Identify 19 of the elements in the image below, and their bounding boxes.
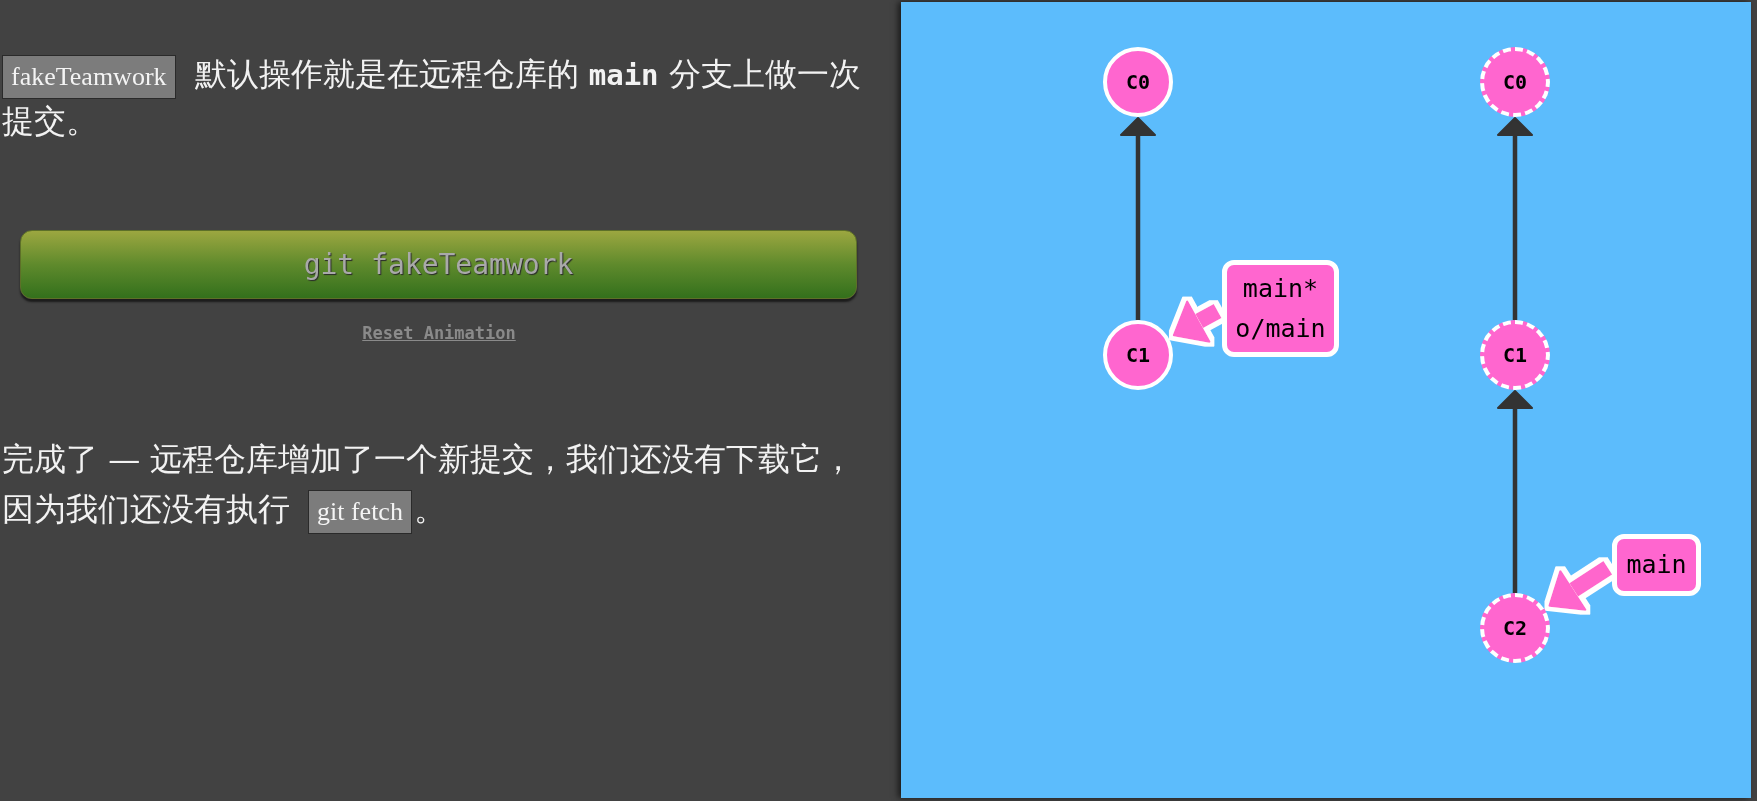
pointer-arrow (1172, 300, 1222, 343)
commit-id: C2 (1502, 616, 1528, 640)
arrow (1497, 117, 1533, 320)
command-button: git fakeTeamwork (20, 230, 857, 299)
commit-id: C0 (1125, 70, 1151, 94)
branch-tag (1612, 534, 1701, 596)
pointer-arrow (1548, 561, 1613, 611)
arrow (1120, 117, 1156, 320)
branch-tag (1222, 260, 1339, 357)
commit-id: C1 (1502, 343, 1528, 367)
branch-name: o/main (1235, 312, 1326, 345)
paragraph-text: 完成了 — 远程仓库增加了一个新提交，我们还没有下载它，因为我们还没有执行 git fetch 。 (2, 434, 864, 534)
branch-name: main* (1242, 272, 1319, 305)
reset-animation-link: Reset Animation (362, 323, 516, 343)
commit-id: C1 (1125, 343, 1151, 367)
arrow (1497, 390, 1533, 593)
paragraph-text: fakeTeamwork 默认操作就是在远程仓库的 main 分支上做一次提交。 (2, 53, 862, 142)
branch-name: main (1626, 549, 1687, 581)
commit-id: C0 (1502, 70, 1528, 94)
